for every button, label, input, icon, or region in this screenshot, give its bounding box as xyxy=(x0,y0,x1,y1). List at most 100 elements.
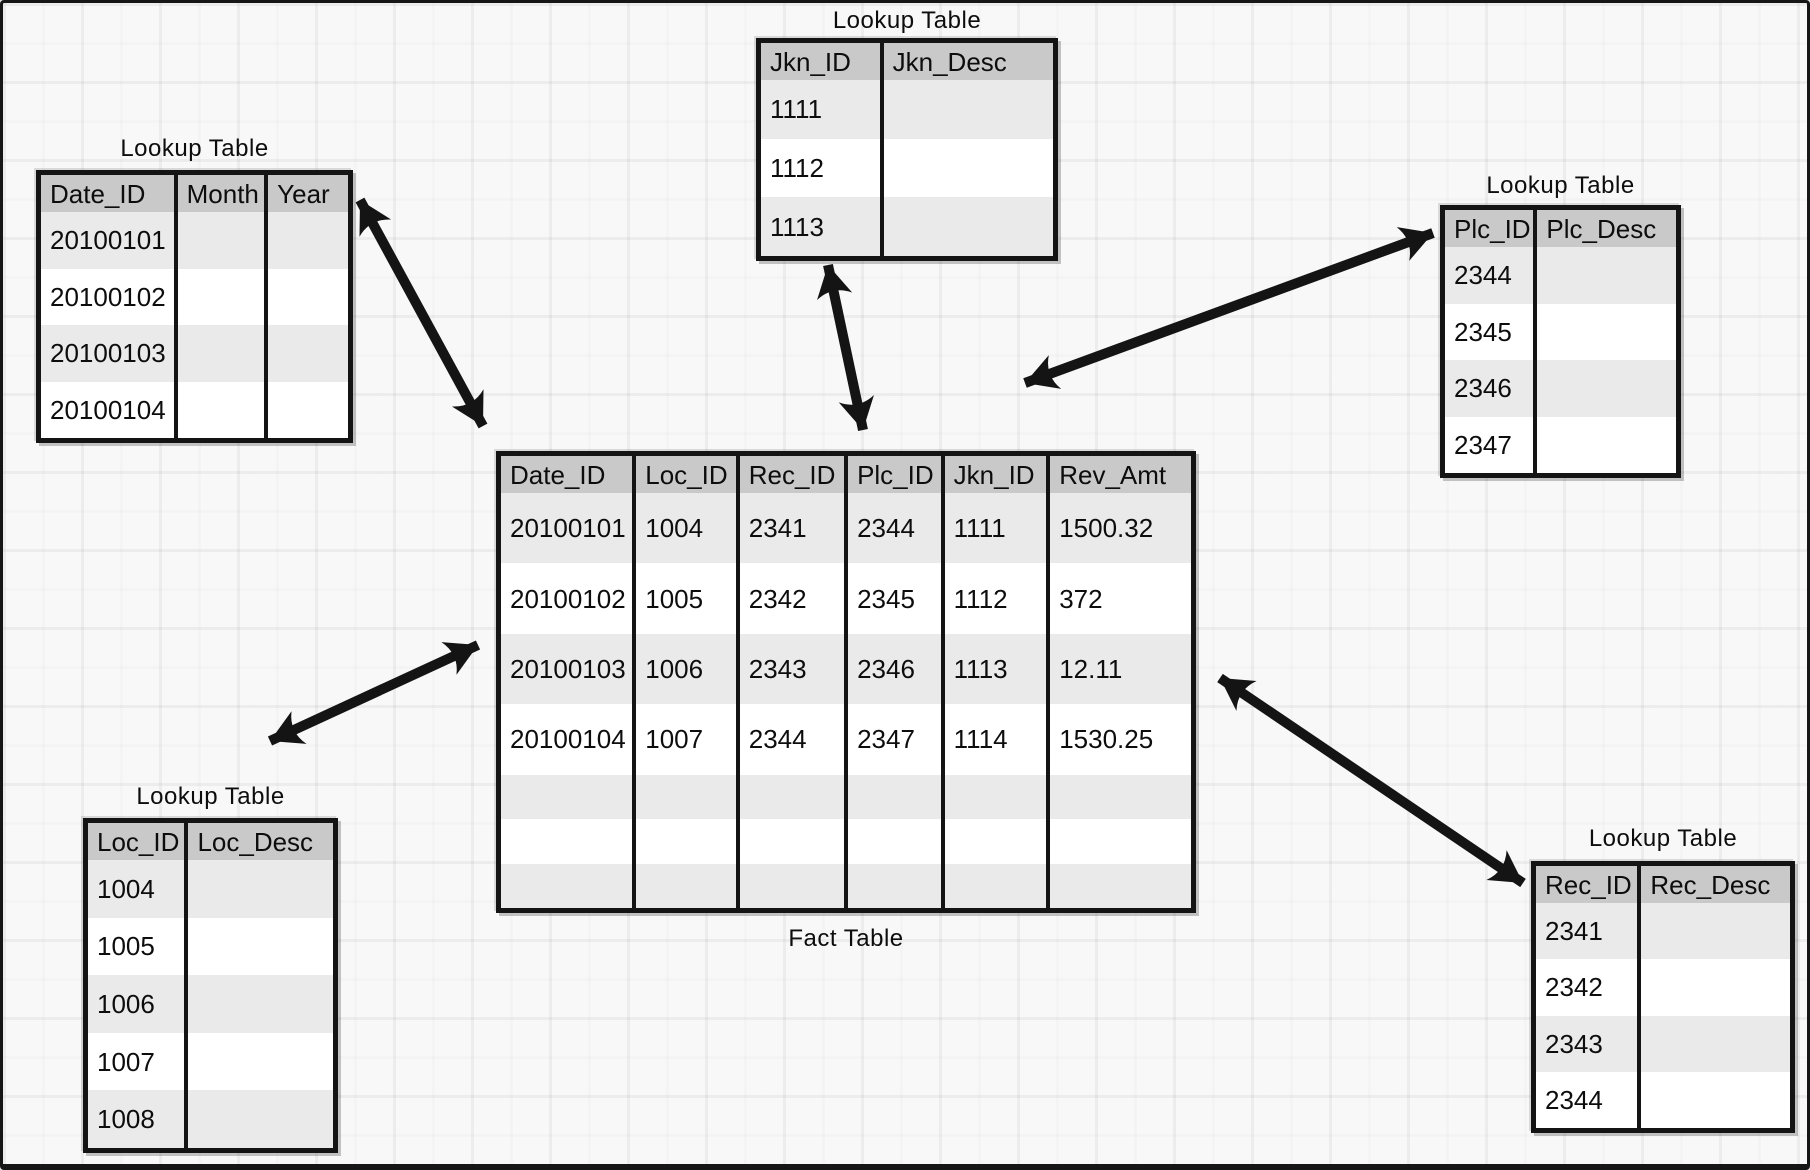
table-cell: 1112 xyxy=(761,138,884,198)
table-cell: 1113 xyxy=(761,197,884,257)
table-cell xyxy=(1537,360,1676,417)
plc-lookup-table-title: Lookup Table xyxy=(1486,172,1635,199)
table-cell: 1114 xyxy=(945,704,1051,775)
table-cell xyxy=(268,269,348,326)
table-row xyxy=(501,863,1191,908)
table-cell: 20100104 xyxy=(501,704,637,775)
arrow-fact-loc xyxy=(267,640,481,746)
arrow-fact-date xyxy=(355,197,488,429)
fact-table-title: Fact Table xyxy=(788,925,904,952)
table-cell: 2345 xyxy=(1445,303,1538,360)
table-cell xyxy=(884,139,1053,198)
column-header: Loc_Desc xyxy=(197,826,314,857)
table-cell: 1007 xyxy=(88,1032,189,1091)
table-cell: 20100102 xyxy=(41,268,178,325)
table-cell xyxy=(884,80,1053,139)
table-cell xyxy=(1537,304,1676,361)
table-cell xyxy=(1641,903,1790,959)
column-header: Rec_ID xyxy=(740,456,849,493)
table-cell xyxy=(1641,1016,1790,1072)
table-cell xyxy=(1050,819,1191,863)
table-row xyxy=(501,819,1191,864)
table-cell: 2344 xyxy=(848,493,945,564)
column-header: Jkn_ID xyxy=(761,43,884,80)
table-cell: 20100102 xyxy=(501,563,637,634)
column-header: Plc_ID xyxy=(848,456,945,493)
table-cell xyxy=(178,268,269,325)
table-cell: 2343 xyxy=(740,633,849,705)
table-cell: 2345 xyxy=(848,563,945,634)
table-row: 2343 xyxy=(1536,1015,1790,1072)
column-header: Year xyxy=(277,178,330,209)
table-cell xyxy=(636,863,740,908)
table-cell: 1006 xyxy=(88,975,189,1033)
arrow-fact-plc xyxy=(1023,227,1435,389)
column-header: Plc_Desc xyxy=(1546,213,1657,244)
table-row xyxy=(501,774,1191,820)
table-cell: 20100104 xyxy=(41,381,178,438)
arrow-fact-rec xyxy=(1217,673,1526,888)
table-cell: 1112 xyxy=(945,563,1051,634)
table-cell: 12.11 xyxy=(1059,654,1123,685)
table-cell xyxy=(178,325,269,382)
table-cell: 2344 xyxy=(1536,1071,1642,1128)
table-cell xyxy=(188,1033,333,1091)
table-row: 2347 xyxy=(1445,416,1676,474)
arrow-fact-jkn xyxy=(817,263,874,432)
column-header: Jkn_ID xyxy=(945,456,1051,493)
jkn-lookup-table-title: Lookup Table xyxy=(832,7,982,34)
table-cell xyxy=(268,212,348,269)
table-cell xyxy=(740,774,849,820)
table-row: 2341 xyxy=(1536,903,1790,960)
table-cell xyxy=(501,863,637,908)
table-cell xyxy=(501,819,637,864)
table-cell: 1500.32 xyxy=(1059,513,1154,544)
table-cell xyxy=(1641,1072,1790,1128)
table-cell xyxy=(945,863,1051,908)
table-cell xyxy=(1050,864,1191,908)
table-cell xyxy=(1537,417,1676,474)
table-cell: 2341 xyxy=(740,493,849,564)
table-cell xyxy=(848,863,945,908)
table-cell xyxy=(636,819,740,864)
table-cell: 20100101 xyxy=(501,493,637,564)
loc-lookup-table-title: Lookup Table xyxy=(136,783,285,810)
table-cell: 1005 xyxy=(636,563,740,634)
table-cell xyxy=(945,819,1051,864)
table-row: 20100103 xyxy=(41,325,348,382)
column-header: Rec_ID xyxy=(1536,866,1642,903)
header-row: Jkn_ID Jkn_Desc xyxy=(761,43,1053,80)
table-cell xyxy=(501,774,637,820)
table-cell: 1113 xyxy=(945,633,1051,705)
column-header: Loc_ID xyxy=(88,823,189,860)
table-cell xyxy=(268,382,348,439)
header-row: Loc_ID Loc_Desc xyxy=(88,823,333,860)
table-row: 2345 xyxy=(1445,303,1676,361)
table-row: 20100102 xyxy=(41,268,348,326)
date-lookup-table-title: Lookup Table xyxy=(120,135,269,162)
table-cell xyxy=(848,819,945,864)
table-cell: 1005 xyxy=(88,917,189,976)
table-cell: 1004 xyxy=(88,860,189,918)
table-cell xyxy=(268,325,348,382)
rec-lookup-table-title: Lookup Table xyxy=(1588,825,1738,852)
table-cell xyxy=(1537,247,1676,304)
table-row: 1112 xyxy=(761,138,1053,198)
table-row: 1008 xyxy=(88,1090,333,1148)
column-header: Jkn_Desc xyxy=(892,46,1007,77)
table-cell: 1111 xyxy=(761,80,884,139)
table-cell: 2342 xyxy=(740,563,849,634)
table-cell xyxy=(188,918,333,976)
